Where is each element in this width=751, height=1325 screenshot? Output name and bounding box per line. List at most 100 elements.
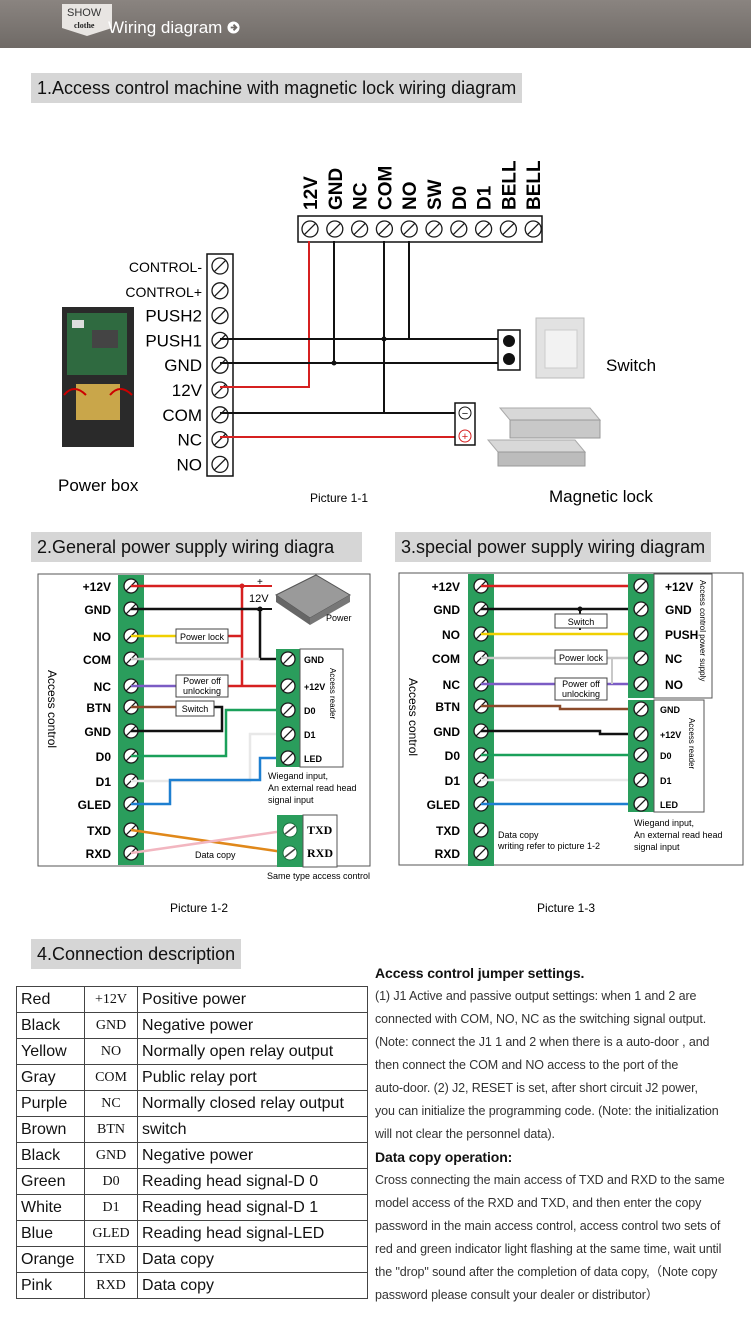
p3-pin-label-7: D0 [445, 749, 461, 763]
p2-pin-label-3: COM [83, 653, 111, 667]
cell-code: D1 [84, 1194, 139, 1221]
top-terminal-label-5: SW [425, 179, 446, 210]
top-terminal-label-1: GND [326, 168, 347, 210]
same-txd: TXD [307, 823, 333, 837]
p3-psu-pin-4: NO [665, 678, 683, 692]
picture-1-2-caption: Picture 1-2 [170, 901, 228, 915]
top-terminal-label-8: BELL [499, 160, 520, 210]
power-lock-label: Power lock [180, 632, 225, 642]
left-screw-5 [211, 381, 229, 399]
p2-reader-pin-1: +12V [304, 682, 325, 692]
p2-pin-label-10: TXD [87, 824, 111, 838]
p3-screw-11 [473, 845, 489, 861]
p2-reader-pin-3: D1 [304, 730, 316, 740]
p2-pin-label-8: D1 [96, 775, 112, 789]
left-terminal-label-7: NC [177, 431, 202, 450]
power-supply-image [275, 574, 351, 625]
p3-psu-screw-0 [633, 578, 649, 594]
left-terminal-label-4: GND [164, 356, 202, 375]
wire-no-black [220, 241, 410, 340]
picture-1-3-diagram: Access control +12VGNDNOCOMNCBTNGNDD0D1G… [398, 572, 744, 915]
p3-pin-label-3: COM [432, 652, 460, 666]
cell-code: NO [84, 1038, 139, 1065]
p2-pin-label-7: D0 [96, 750, 112, 764]
v12-label: 12V [249, 593, 269, 605]
left-screw-1 [211, 282, 229, 300]
p3-psu-pin-0: +12V [665, 580, 693, 594]
circle-arrow-right-icon [227, 21, 240, 34]
note-line: (1) J1 Active and passive output setting… [375, 989, 697, 1003]
p2-reader-pin-2: D0 [304, 706, 316, 716]
wiegand-line3: signal input [268, 795, 314, 805]
section2-title: 2.General power supply wiring diagra [31, 532, 362, 562]
p3-reader-screw-2 [633, 747, 649, 763]
left-terminal-label-0: CONTROL- [129, 259, 202, 275]
p3-reader-screw-1 [633, 726, 649, 742]
reader-side-label: Access reader [328, 668, 337, 719]
svg-text:+: + [462, 431, 468, 443]
cell-desc: Positive power [137, 986, 368, 1013]
cell-desc: Data copy [137, 1272, 368, 1299]
show-label: SHOW [67, 7, 102, 19]
jumper-title: Access control jumper settings. [375, 965, 585, 981]
wiegand3-line1: Wiegand input, [634, 818, 694, 828]
power-box-label: Power box [58, 476, 139, 495]
note-line: will not clear the personnel data). [375, 1127, 555, 1141]
p3-psu-screw-3 [633, 650, 649, 666]
cell-desc: Normally open relay output [137, 1038, 368, 1065]
copy-title: Data copy operation: [375, 1149, 513, 1165]
plus-sign: + [257, 577, 263, 588]
p3-reader-pin-0: GND [660, 705, 681, 715]
left-terminal-label-6: COM [162, 406, 202, 425]
p2-pin-label-0: +12V [83, 580, 111, 594]
note-line: you can initialize the programming code.… [375, 1104, 719, 1118]
note-line: password in the main access control, acc… [375, 1219, 721, 1233]
p2-pin-label-11: RXD [86, 847, 112, 861]
top-screw-6 [450, 220, 468, 238]
cell-color: Blue [15, 1220, 86, 1247]
psu-side-label: Access control power supply [698, 580, 707, 681]
p3-pin-label-4: NC [443, 678, 461, 692]
p3-pin-label-11: RXD [435, 847, 461, 861]
cell-desc: Reading head signal-D 1 [137, 1194, 368, 1221]
cell-desc: switch [137, 1116, 368, 1143]
wire-12v-red [220, 241, 310, 388]
top-screw-0 [301, 220, 319, 238]
left-screw-8 [211, 455, 229, 474]
left-screw-6 [211, 406, 229, 424]
top-terminal-label-9: BELL [524, 160, 545, 210]
note-line: the "drop" sound after the completion of… [375, 1265, 718, 1279]
p2-reader-pin-4: LED [304, 754, 323, 764]
cell-color: Orange [15, 1246, 86, 1273]
banner-title-text: Wiring diagram [108, 18, 223, 37]
section3-title: 3.special power supply wiring diagram [395, 532, 712, 562]
power-off-label-3: Power off [562, 679, 600, 689]
cell-color: Green [15, 1168, 86, 1195]
left-terminal-label-8: NO [177, 455, 203, 474]
cell-desc: Negative power [137, 1012, 368, 1039]
note-line: auto-door. (2) J2, RESET is set, after s… [375, 1081, 698, 1095]
top-screw-4 [400, 220, 418, 238]
top-screw-1 [326, 220, 344, 238]
note-line: then connect the COM and NO access to th… [375, 1058, 679, 1072]
p2-pin-label-6: GND [84, 725, 111, 739]
data-copy-label: Data copy [195, 850, 236, 860]
p3-psu-screw-2 [633, 626, 649, 642]
left-terminal-label-2: PUSH2 [145, 307, 202, 326]
p3-psu-pin-3: NC [665, 652, 683, 666]
p3-psu-screw-1 [633, 601, 649, 617]
cell-color: White [15, 1194, 86, 1221]
p3-pin-label-1: GND [433, 603, 460, 617]
p3-psu-screw-4 [633, 676, 649, 692]
access-control-side-label: Access control [45, 670, 59, 748]
cell-desc: Normally closed relay output [137, 1090, 368, 1117]
picture-1-1-caption: Picture 1-1 [310, 491, 368, 505]
note-line: connected with COM, NO, NC as the switch… [375, 1012, 707, 1026]
p3-pin-label-6: GND [433, 725, 460, 739]
note-line: (Note: connect the J1 1 and 2 when there… [375, 1035, 710, 1049]
access-control-side-label-3: Access control [406, 678, 420, 756]
